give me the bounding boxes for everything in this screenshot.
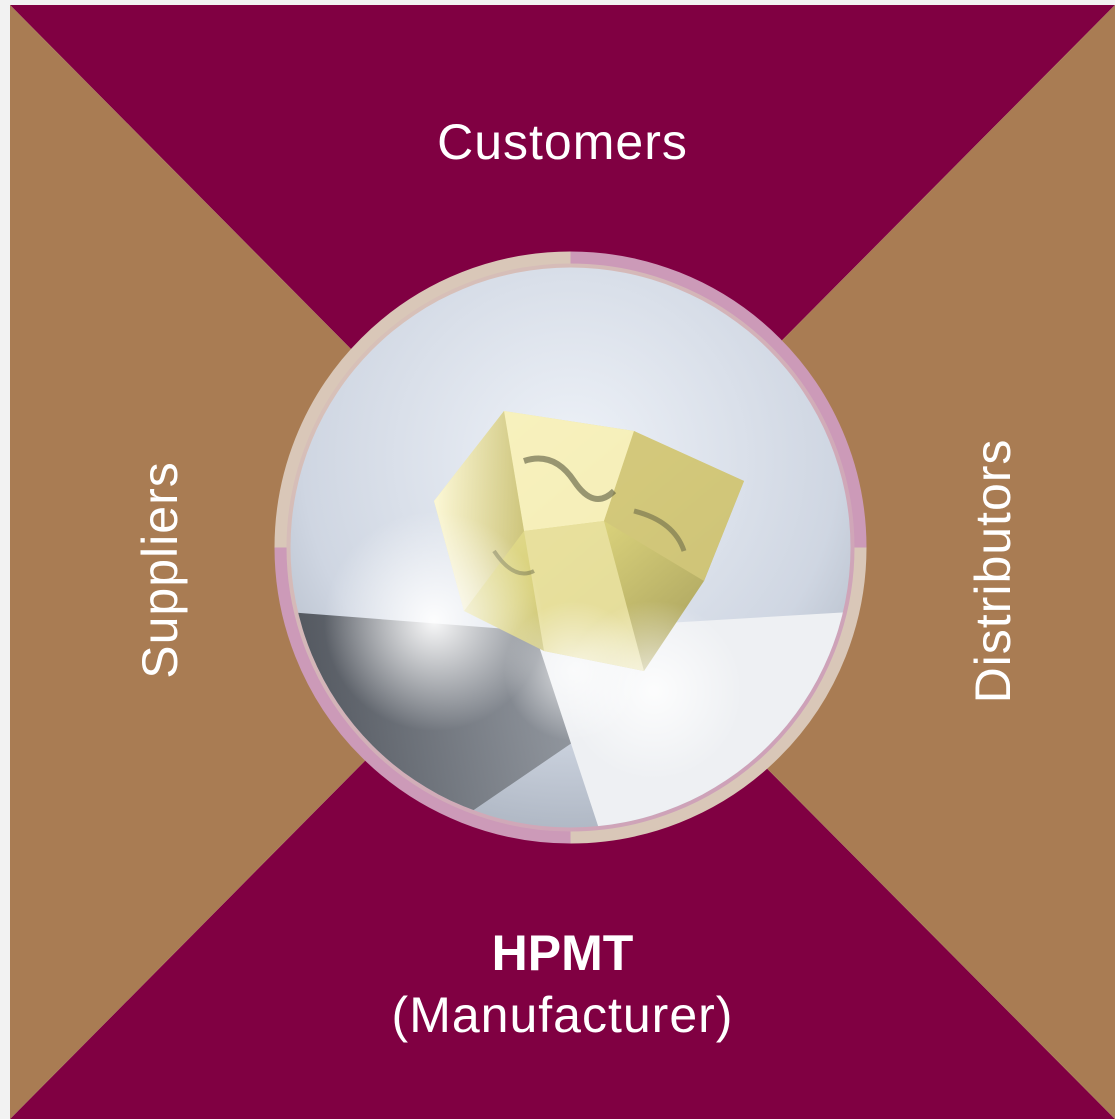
- customers-label: Customers: [437, 114, 688, 170]
- distributors-label: Distributors: [965, 438, 1021, 704]
- stakeholder-diagram: Customers Suppliers Distributors HPMT (M…: [10, 5, 1115, 1119]
- manufacturer-label: HPMT (Manufacturer): [10, 923, 1115, 1047]
- suppliers-label: Suppliers: [132, 461, 188, 679]
- manufacturer-role: (Manufacturer): [391, 987, 734, 1043]
- diamond-photo: [274, 251, 867, 844]
- manufacturer-name: HPMT: [491, 925, 634, 981]
